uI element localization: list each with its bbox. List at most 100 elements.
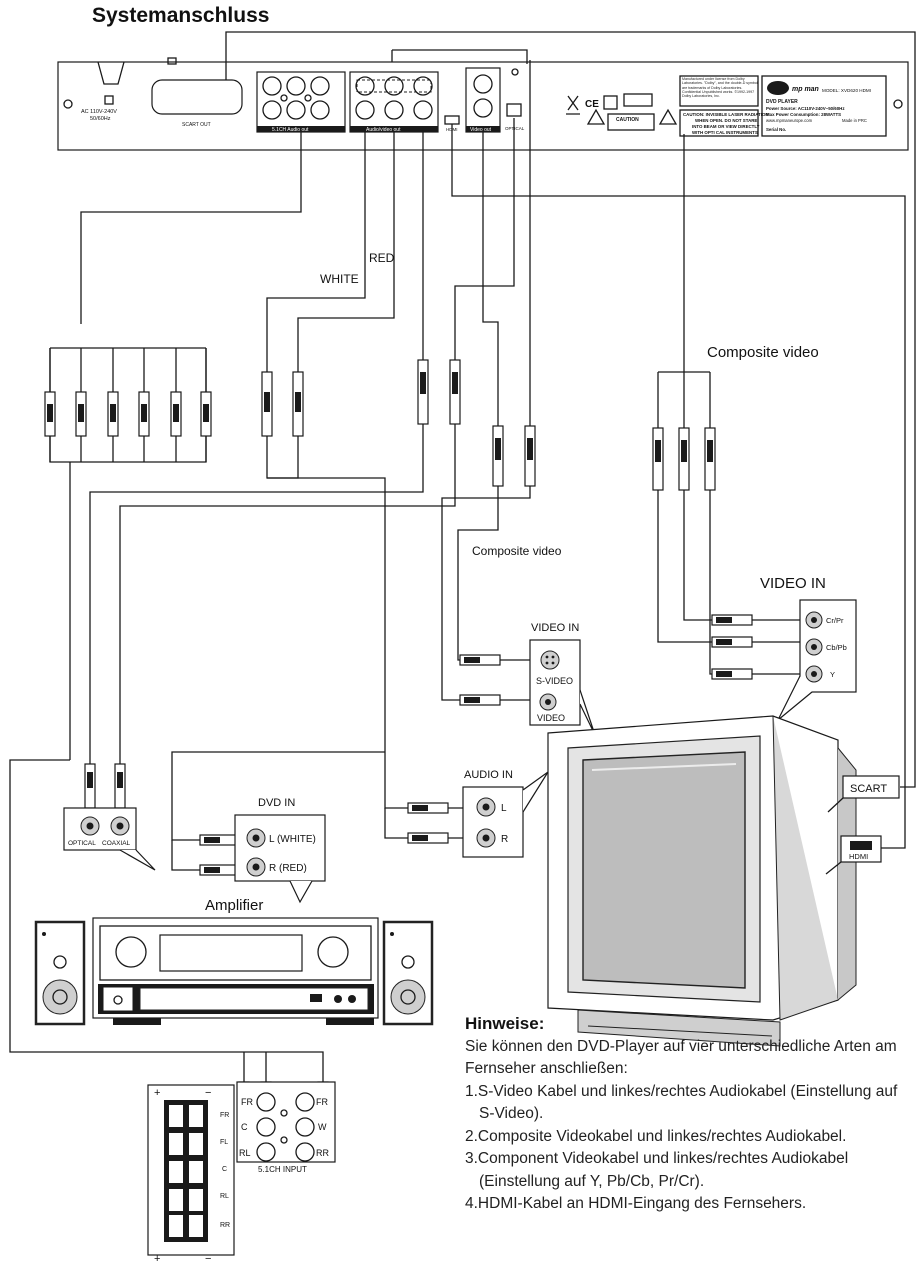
notes-intro: Sie können den DVD-Player auf vier unter…: [465, 1037, 897, 1078]
terminal-plus-bottom: +: [154, 1253, 160, 1265]
notes-step-4: 4.HDMI-Kabel an HDMI-Eingang des Fernseh…: [465, 1195, 807, 1212]
audio-in-panel: [462, 786, 524, 858]
optical-out-label: OPTICAL: [505, 126, 525, 131]
plug-red: [292, 371, 304, 437]
amp-volume-knob-right: [317, 936, 349, 968]
audio-51-jacks: [262, 76, 330, 120]
dolby-note-wrap: Manufactured under license from Dolby La…: [682, 77, 758, 98]
cable-svideo-down: [457, 486, 499, 661]
laser-warning-line-1: CAUTION: INVISIBLE LASER RADIATION: [683, 112, 769, 117]
chassis-notch: [97, 61, 125, 85]
video-out-label-bar: [466, 126, 500, 132]
panel-screw: [511, 68, 519, 76]
terminal-minus-bottom: −: [205, 1253, 211, 1265]
notes-step-3: 3.Component Videokabel und linkes/rechte…: [465, 1150, 849, 1190]
video-out-label: Video out: [470, 127, 492, 133]
label-cb-pb: Cb/Pb: [826, 643, 847, 652]
cable-51-audio: [80, 132, 302, 324]
dvd-in-l-label: L (WHITE): [269, 834, 316, 845]
laser-triangle-icon: [658, 108, 678, 125]
cable-composite-svideo: [482, 132, 499, 426]
svideo-jack: [540, 650, 560, 670]
component-video-in: VIDEO IN Cr/Pr Cb/Pb Y: [760, 575, 857, 721]
input-w-jack: [295, 1117, 315, 1137]
video-out-jack: [473, 98, 493, 118]
cables: [9, 31, 916, 1082]
terminal-clips: [169, 1105, 203, 1237]
plug-51-5: [170, 391, 182, 437]
model-number: MODEL: XVD620 HDMI: [822, 88, 871, 93]
dvd-in-r-label: R (RED): [269, 863, 307, 874]
terminal-fl: FL: [220, 1139, 228, 1146]
mount-hole-left: [63, 99, 73, 109]
product-type: DVD PLAYER: [766, 99, 798, 105]
svideo-out-jack: [473, 74, 493, 94]
cable-51-drops: [243, 1052, 267, 1082]
plug-51-6: [200, 391, 212, 437]
component-video-in-title: VIDEO IN: [760, 575, 826, 592]
terminal-minus-top: −: [205, 1087, 211, 1099]
svideo-video-in: VIDEO IN S-VIDEO VIDEO: [529, 622, 596, 736]
plug-51-2: [75, 391, 87, 437]
amp-dvd-in: DVD IN L (WHITE) R (RED): [234, 797, 326, 904]
amp-foot-right: [326, 1018, 374, 1025]
audio-in-title: AUDIO IN: [464, 769, 513, 781]
label-composite-video-mid: Composite video: [472, 544, 562, 558]
cable-scart: [225, 31, 916, 788]
cable-coax-down: [89, 424, 424, 764]
terminal-plus-top: +: [154, 1087, 160, 1099]
tv-scart-port: [842, 775, 900, 799]
plug-optical: [449, 359, 461, 425]
label-red: RED: [369, 251, 395, 265]
tv-back: [837, 747, 857, 1001]
cable-audio-red: [297, 132, 395, 372]
input-c-jack: [256, 1117, 276, 1137]
scart-out-label: SCART OUT: [182, 122, 211, 128]
tv-stand: [577, 1009, 781, 1047]
plug-white: [261, 371, 273, 437]
hdmi-connector-icon: [850, 841, 872, 850]
amplifier-label: Amplifier: [205, 897, 263, 914]
plug-h-svideo: [459, 654, 530, 666]
cert-mark-icon: [603, 95, 618, 110]
tv-screen: [582, 751, 746, 989]
input-rl-jack: [256, 1142, 276, 1162]
svideo-callout-pointer: [579, 689, 596, 736]
input-fr-jack: [256, 1092, 276, 1112]
video-port-label: VIDEO: [537, 713, 565, 723]
plug-51-4: [138, 391, 150, 437]
plug-amp-coax: [84, 763, 96, 809]
cable-optical-down: [119, 424, 456, 764]
brand-name: mp man: [792, 86, 819, 93]
laser-warning-line-4: WITH OPTI CAL INSTRUMENTS: [692, 130, 758, 135]
plug-h-y: [711, 668, 800, 680]
input-rr-jack: [295, 1142, 315, 1162]
dvd-in-title: DVD IN: [258, 797, 295, 809]
tv-scart-label: SCART: [850, 783, 887, 795]
plug-coax: [417, 359, 429, 425]
plug-drops-51: [49, 348, 207, 392]
dvd-player-rear-panel: AC 110V-240V 50/60Hz SCART OUT 5.1CH Aud…: [57, 57, 909, 151]
amp-digital-in: OPTICAL COAXIAL: [63, 807, 156, 871]
laser-warning-line-3: INTO BEAM OR VIEW DIRECTLY: [692, 124, 760, 129]
svideo-port-label: S-VIDEO: [536, 676, 573, 686]
coaxial-in-label: COAXIAL: [102, 840, 131, 847]
input-label-fr: FR: [316, 1097, 328, 1107]
plug-comp-1: [652, 427, 664, 491]
input-label-w: W: [318, 1122, 327, 1132]
plug-comp-3: [704, 427, 716, 491]
audio-in-l-label: L: [501, 803, 507, 814]
cable-hdmi: [451, 124, 906, 849]
laser-warning-plate: [679, 109, 759, 137]
audio-51-label: 5.1CH Audio out: [272, 127, 309, 133]
plug-h-video: [459, 694, 530, 706]
input-label-f: FR: [241, 1097, 253, 1107]
serial-number: Serial No.: [766, 127, 786, 132]
cable-audio-white: [266, 132, 366, 372]
terminal-c: C: [222, 1166, 227, 1173]
speaker-left-woofer-icon: [42, 979, 78, 1015]
notes-section: Hinweise: Sie können den DVD-Player auf …: [465, 1013, 915, 1216]
cable-component-top: [657, 134, 711, 428]
amplifier-system: Amplifier: [34, 897, 434, 1026]
